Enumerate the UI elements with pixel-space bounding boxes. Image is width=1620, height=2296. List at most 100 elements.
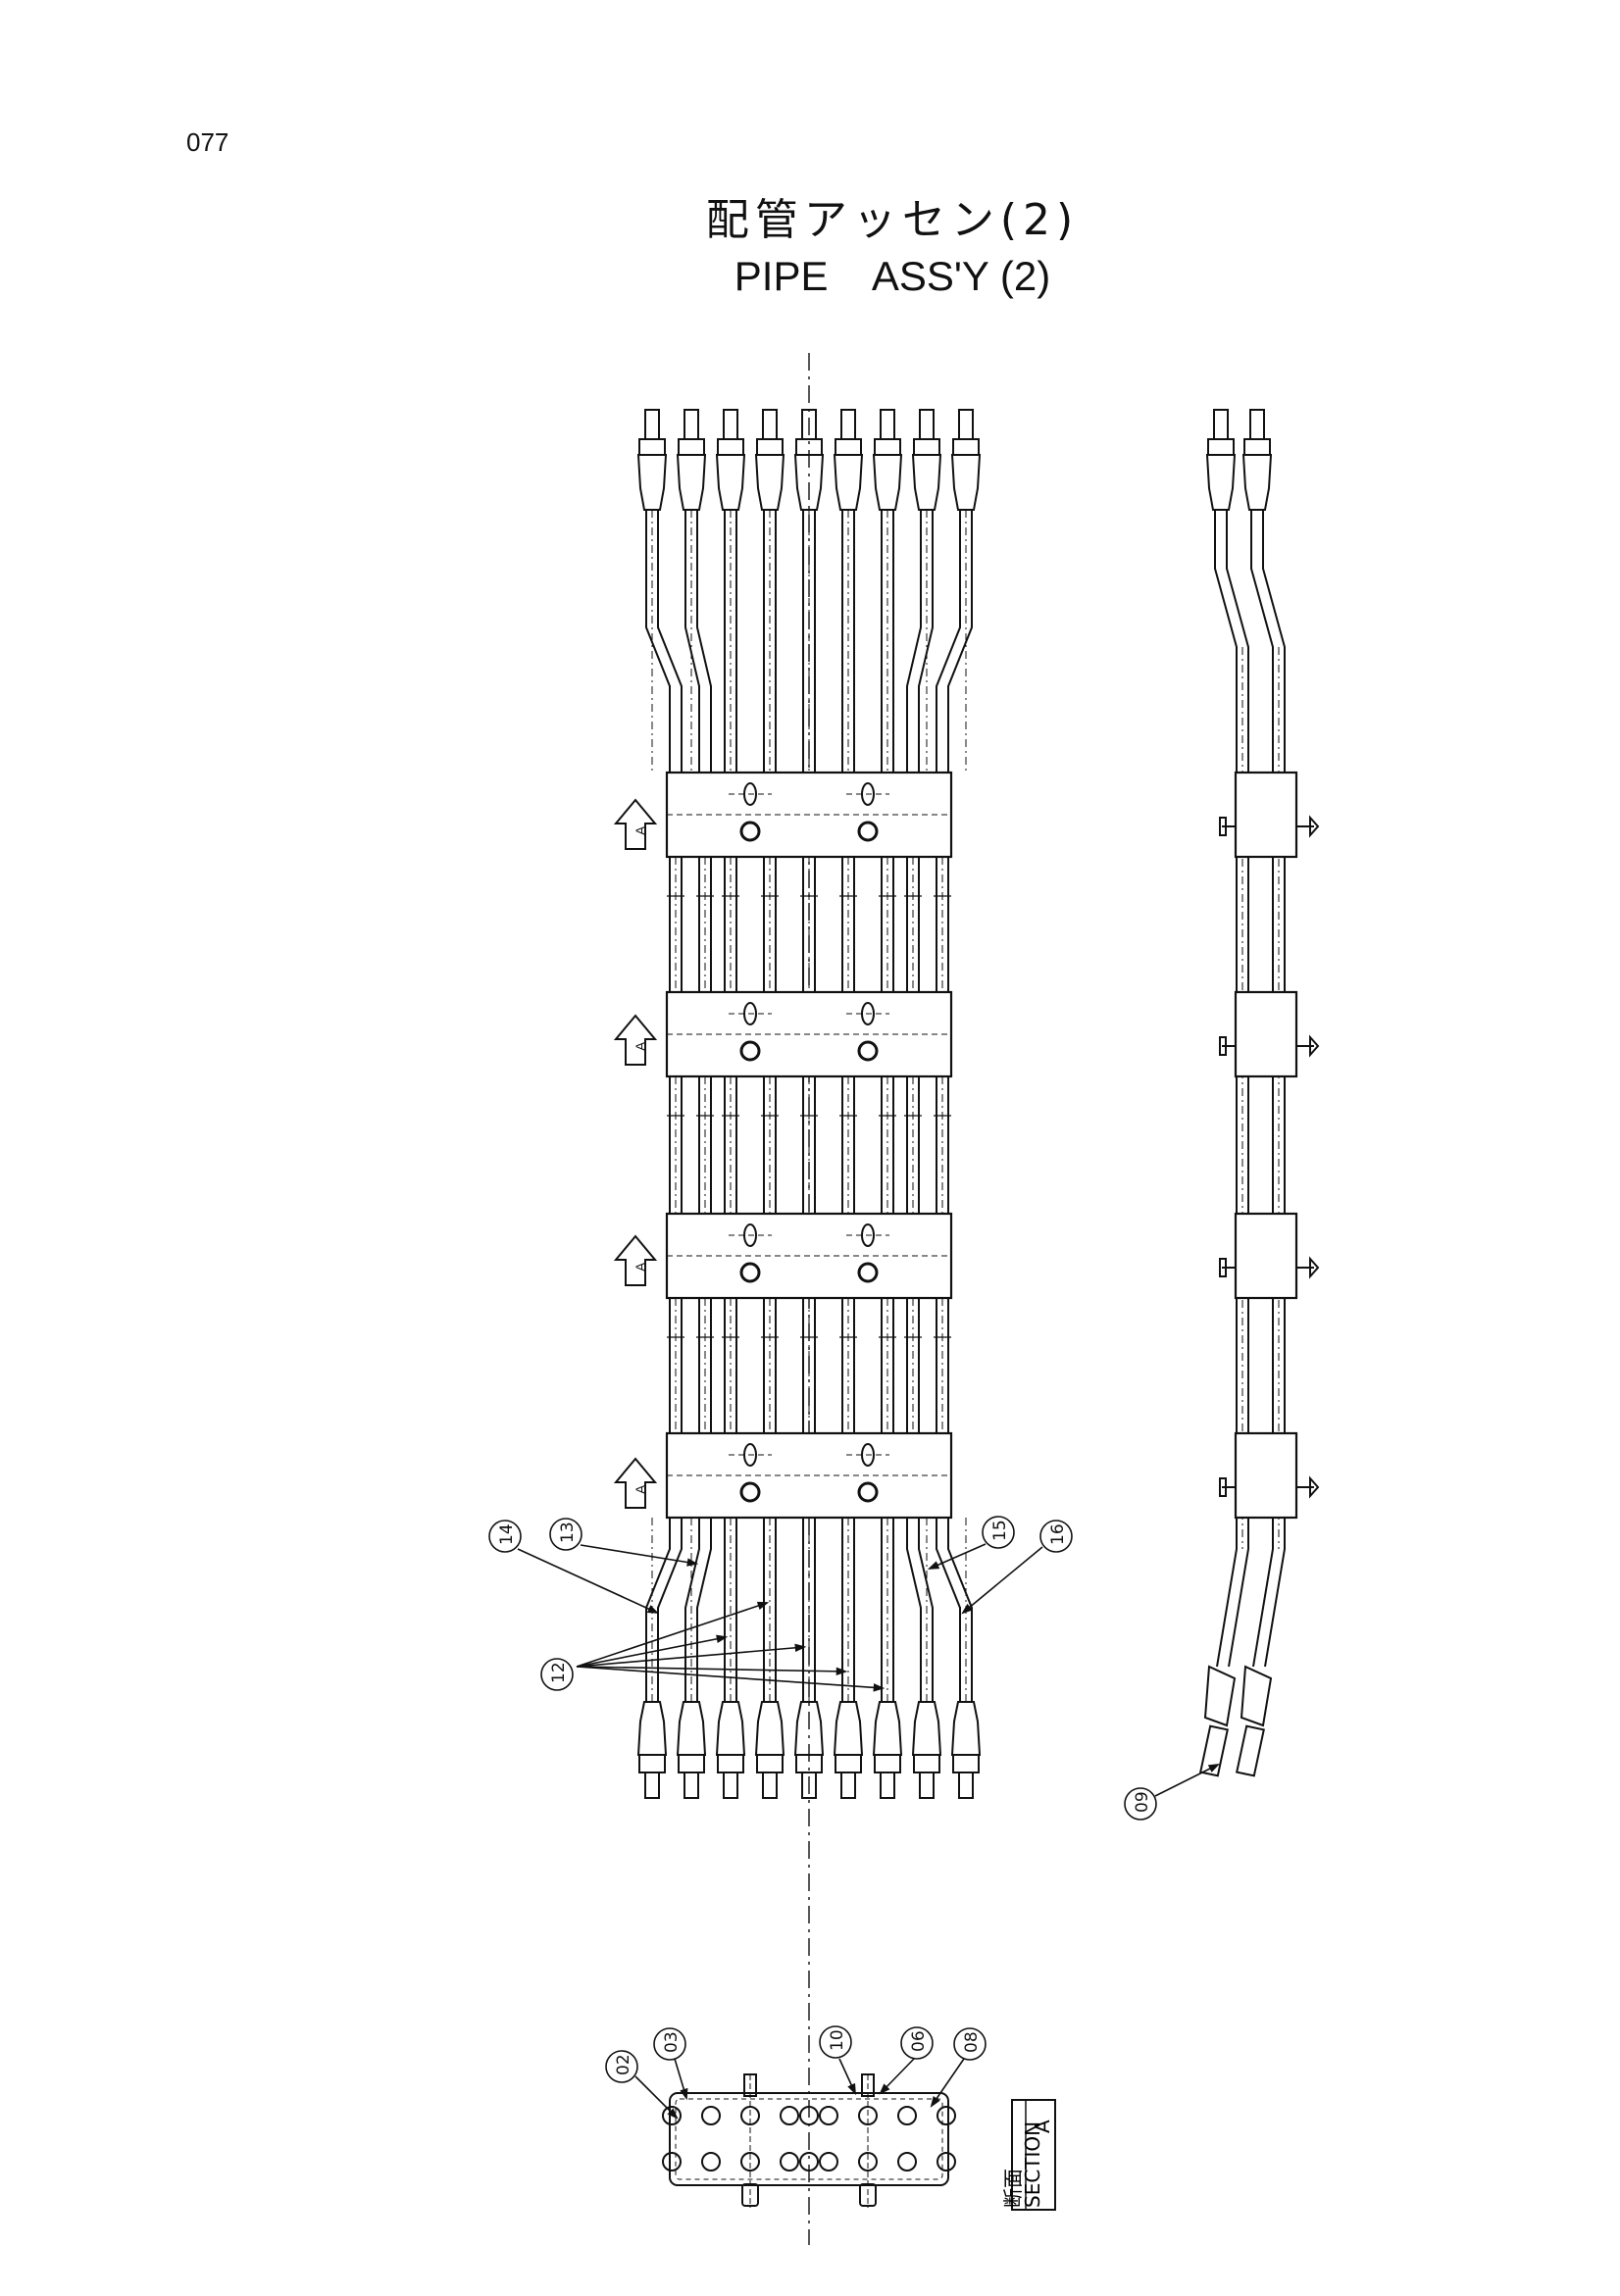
callout-circle [982,1516,1015,1549]
callout-number: 09 [1133,1791,1152,1813]
side-view [1199,409,1320,1777]
bolt-hole [857,1262,879,1283]
leader-arrowhead [686,1558,699,1567]
front-view [636,353,982,2245]
callout-circle [1124,1787,1157,1821]
section-view [662,2073,956,2208]
bolt-hole [739,1040,761,1062]
leader-arrowhead [835,1667,848,1676]
callout-circle [605,2050,638,2083]
section-pipe-top [662,2106,682,2125]
bolt-hole [739,1262,761,1283]
callout-number: 06 [909,2030,929,2052]
pipe-1 [636,409,684,1799]
side-clamp-2 [1219,990,1320,1078]
leader-arrowhead [716,1634,729,1643]
callout-circle [953,2027,987,2061]
section-pipe-bottom [740,2152,760,2171]
callout-number: 02 [614,2054,633,2075]
leader-arrowhead [961,1603,973,1615]
section-pipe-bottom [897,2152,917,2171]
section-word: SECTION [1021,2121,1044,2208]
section-pipe-bottom [780,2152,799,2171]
leader-line [517,1548,658,1614]
leader-arrowhead [667,2108,679,2120]
leader-line [962,1546,1043,1614]
clamp-3 [665,1212,953,1300]
callout-circle [900,2026,934,2060]
callout-number: 13 [558,1522,578,1543]
view-arrow-a-1: A [613,798,658,850]
view-arrow-letter: A [633,1484,648,1494]
leader-arrowhead [1207,1763,1221,1772]
section-letter: A [1031,2120,1054,2133]
callout-number: 10 [828,2029,847,2051]
view-arrow-letter: A [633,825,648,835]
clamp-4 [665,1431,953,1520]
leader-line [576,1666,884,1689]
section-pipe-bottom [858,2152,878,2171]
section-a-box: 断面 SECTION A [1001,2099,1056,2211]
bolt-hole [739,821,761,842]
callout-13: 13 [549,1518,699,1567]
section-pipe-bottom [799,2152,819,2171]
side-clamp-1 [1219,771,1320,859]
leader-line [1154,1764,1219,1797]
pipe-9 [934,409,982,1799]
pipe-3 [715,409,746,1799]
view-arrow-a-3: A [613,1234,658,1286]
section-pipe-top [897,2106,917,2125]
section-pipe-top [701,2106,721,2125]
callout-08: 08 [930,2027,987,2108]
leader-arrowhead [873,1683,886,1692]
leader-line [576,1636,727,1668]
section-clamp-outline [669,2092,949,2186]
bolt-hole [857,1040,879,1062]
pipe-8 [904,409,942,1799]
callout-number: 03 [662,2031,682,2053]
bolt-hole [857,821,879,842]
section-kanji: 断面 [1001,2169,1025,2208]
callout-number: 14 [497,1523,517,1545]
view-arrow-a-2: A [613,1014,658,1066]
callout-06: 06 [879,2026,934,2095]
section-pipe-top [937,2106,956,2125]
callout-circle [819,2025,852,2059]
clamp-1 [665,771,953,859]
leader-arrowhead [927,1561,940,1570]
leader-line [576,1666,846,1672]
view-arrows: A A A A [613,798,658,1509]
section-pipe-bottom [662,2152,682,2171]
title-english: PIPE ASS'Y (2) [734,253,1051,299]
page-number: 077 [186,127,229,157]
pipe-4 [754,409,785,1799]
leader-line [931,2058,965,2107]
callout-14: 14 [488,1520,660,1614]
side-clamp-3 [1219,1212,1320,1300]
bolt-hole [857,1481,879,1503]
side-pipe-2 [1236,409,1286,1777]
leader-line [634,2075,678,2119]
leader-arrowhead [847,2082,856,2096]
callout-09: 09 [1124,1763,1221,1821]
callout-circle [1039,1520,1073,1553]
title-japanese: 配管アッセン(2) [705,195,1080,245]
section-pipe-top [799,2106,819,2125]
clamp-2 [665,990,953,1078]
callout-number: 16 [1048,1523,1068,1545]
leader-line [580,1544,697,1565]
callout-10: 10 [819,2025,856,2096]
callout-number: 15 [990,1520,1010,1541]
section-pipe-bottom [819,2152,838,2171]
callout-number: 12 [549,1662,569,1683]
leader-arrowhead [756,1601,770,1610]
callout-03: 03 [653,2027,688,2101]
view-arrow-a-4: A [613,1457,658,1509]
leader-line [576,1602,768,1668]
callout-16: 16 [961,1520,1073,1615]
pipe-2 [676,409,714,1799]
leader-arrowhead [930,2095,940,2108]
view-arrow-letter: A [633,1041,648,1051]
leader-line [929,1543,987,1570]
